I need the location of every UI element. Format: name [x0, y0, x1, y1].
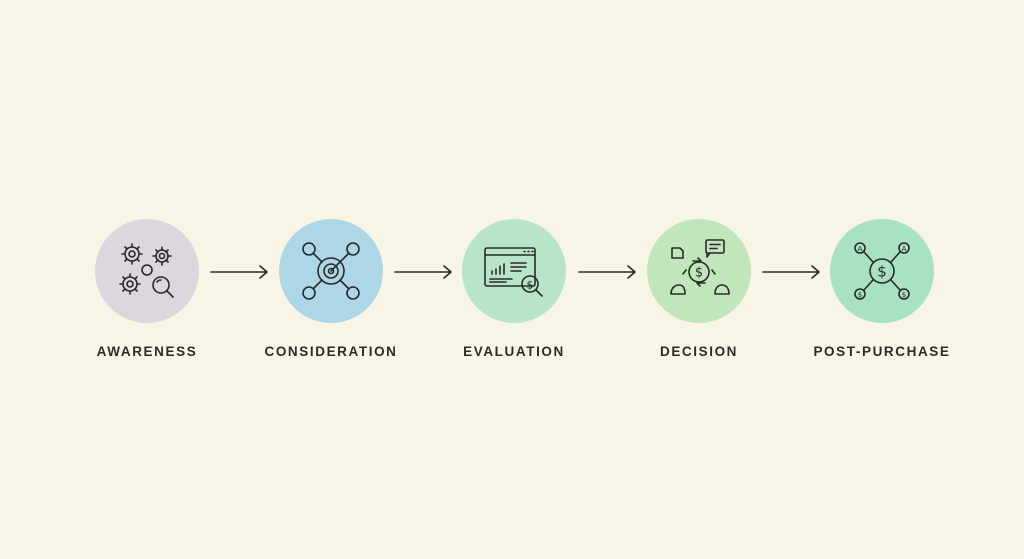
- stage-post-purchase: $ A A $ $ POST-PURCHASE: [782, 219, 982, 359]
- dollar-network-icon: $ A A $ $: [854, 242, 910, 300]
- arrow-right-icon: [210, 265, 268, 279]
- stage-consideration: CONSIDERATION: [231, 219, 431, 359]
- svg-text:$: $: [695, 266, 703, 281]
- svg-text:A: A: [858, 245, 863, 253]
- stage-evaluation: $ EVALUATION: [414, 219, 614, 359]
- stage-label: CONSIDERATION: [264, 344, 398, 359]
- stage-circle: $: [647, 219, 751, 323]
- stage-circle: [279, 219, 383, 323]
- stage-label: EVALUATION: [463, 344, 565, 359]
- svg-text:$: $: [858, 291, 862, 299]
- svg-text:$: $: [527, 279, 534, 292]
- stage-circle: $ A A $ $: [830, 219, 934, 323]
- stage-label: AWARENESS: [96, 344, 198, 359]
- stage-awareness: AWARENESS: [47, 219, 247, 359]
- arrow-right-icon: [578, 265, 636, 279]
- browser-chart-price-search-icon: $: [484, 247, 543, 297]
- stage-label: POST-PURCHASE: [813, 344, 951, 359]
- gears-magnifier-icon: [119, 243, 174, 298]
- stage-circle: $: [462, 219, 566, 323]
- svg-text:$: $: [902, 291, 906, 299]
- arrow-right-icon: [394, 265, 452, 279]
- svg-text:$: $: [877, 263, 887, 281]
- arrow-right-icon: [762, 265, 820, 279]
- stage-circle: [95, 219, 199, 323]
- dollar-exchange-chat-icon: $: [670, 239, 730, 295]
- stage-decision: $ DECISION: [599, 219, 799, 359]
- stage-label: DECISION: [659, 344, 739, 359]
- target-network-icon: [302, 242, 360, 300]
- svg-text:A: A: [902, 245, 907, 253]
